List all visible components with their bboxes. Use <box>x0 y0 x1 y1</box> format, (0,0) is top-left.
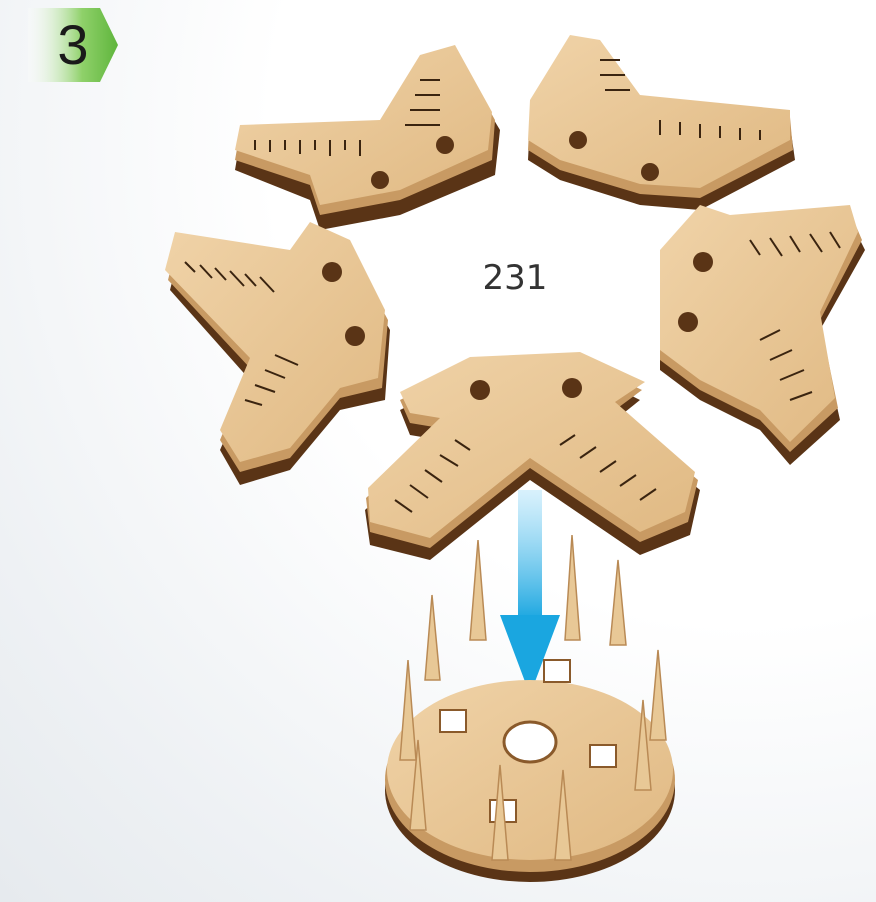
jaw-piece-left <box>165 222 390 485</box>
base-disc <box>385 660 675 882</box>
jaw-piece-right <box>660 205 865 465</box>
jaw-piece-top-right <box>528 35 795 210</box>
jaw-piece-top-left <box>235 45 500 230</box>
